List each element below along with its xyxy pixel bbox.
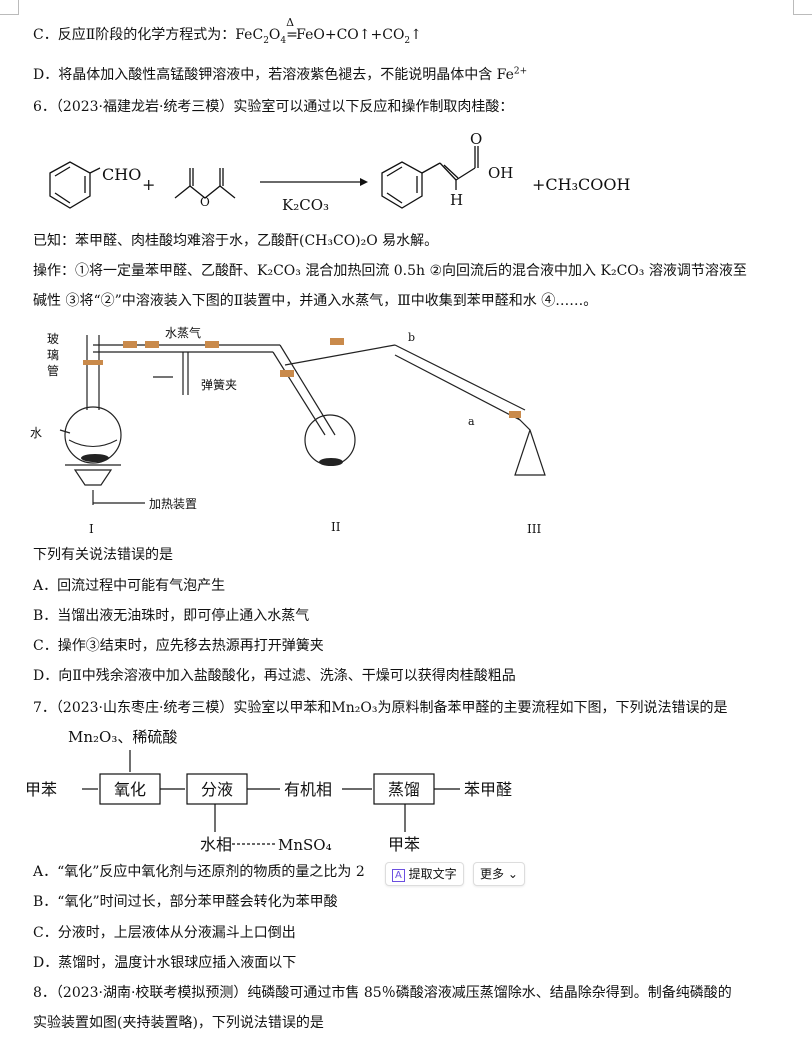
extract-text-label: 提取文字 <box>408 867 457 881</box>
apparatus-diagram: 玻 璃 管 水蒸气 弹簧夹 水 加热装置 b a I II III <box>30 325 546 536</box>
q6-operation-2: 碱性 ③将“②”中溶液装入下图的Ⅱ装置中，并通入水蒸气，Ⅲ中收集到苯甲醛和水 ④… <box>33 293 598 309</box>
q6-option-b[interactable]: B．当馏出液无油珠时，即可停止通入水蒸气 <box>33 608 310 624</box>
o-label: O <box>470 130 482 148</box>
label-glass-tube: 管 <box>47 363 59 378</box>
subscript: 2 <box>404 35 411 46</box>
cho-label: CHO <box>102 165 141 184</box>
cinnamic-acid-structure <box>381 146 479 209</box>
q7-option-d[interactable]: D．蒸馏时，温度计水银球应插入液面以下 <box>33 955 297 971</box>
flow-distillation: 蒸馏 <box>388 780 420 799</box>
label-a: a <box>468 415 475 428</box>
subscript: 4 <box>280 35 287 46</box>
more-button[interactable]: 更多 ⌄ <box>473 862 525 886</box>
subscript: 2 <box>263 35 269 46</box>
q8-stem-line-1: 8．（2023·湖南·校联考模拟预测）纯磷酸可通过市售 85％磷酸溶液减压蒸馏除… <box>33 985 732 1001</box>
q6-option-a[interactable]: A．回流过程中可能有气泡产生 <box>33 578 226 594</box>
flow-reagent: Mn₂O₃、稀硫酸 <box>68 728 177 746</box>
flow-organic-phase: 有机相 <box>284 780 332 799</box>
reaction-scheme: CHO + O K₂CO₃ O OH H +CH₃COOH <box>49 130 630 214</box>
delta-symbol: Δ <box>286 16 295 29</box>
benzene-ring-icon <box>49 161 101 209</box>
flow-oxidation: 氧化 <box>114 780 146 799</box>
label-apparatus-2: II <box>331 520 341 534</box>
acetic-anhydride-structure <box>174 168 236 199</box>
label-b: b <box>408 331 415 344</box>
q6-option-c[interactable]: C．操作③结束时，应先移去热源再打开弹簧夹 <box>33 638 324 654</box>
q7-option-c[interactable]: C．分液时，上层液体从分液漏斗上口倒出 <box>33 925 296 941</box>
formula: FeC <box>235 27 264 43</box>
flow-mnso4: MnSO₄ <box>278 836 332 854</box>
q6-option-d[interactable]: D．向Ⅱ中残余溶液中加入盐酸酸化，再过滤、洗涤、干燥可以获得肉桂酸粗品 <box>33 668 516 684</box>
flow-aqueous: 水相 <box>200 835 232 854</box>
label-glass-tube: 玻 <box>47 332 59 346</box>
flow-start: 甲苯 <box>25 780 57 799</box>
label-steam: 水蒸气 <box>165 325 201 340</box>
byproduct-label: +CH₃COOH <box>532 175 630 194</box>
flow-toluene: 甲苯 <box>388 835 420 854</box>
heat-equals: Δ= <box>286 16 298 45</box>
label-glass-tube: 璃 <box>47 348 59 362</box>
q7-option-a[interactable]: A．“氧化”反应中氧化剂与还原剂的物质的量之比为 2 <box>33 864 365 880</box>
q5-option-d: D．将晶体加入酸性高锰酸钾溶液中，若溶液紫色褪去，不能说明晶体中含 Fe2+ <box>33 65 527 85</box>
option-text: C．反应Ⅱ阶段的化学方程式为： <box>33 27 236 43</box>
q8-stem-line-2: 实验装置如图(夹持装置略)，下列说法错误的是 <box>33 1015 324 1031</box>
oh-label: OH <box>488 164 513 182</box>
flow-separation: 分液 <box>201 780 233 799</box>
label-heater: 加热装置 <box>149 497 197 511</box>
q7-option-b[interactable]: B．“氧化”时间过长，部分苯甲醛会转化为苯甲酸 <box>33 894 338 910</box>
extract-text-icon: A <box>392 869 405 882</box>
flow-product: 苯甲醛 <box>464 780 512 799</box>
superscript: 2+ <box>513 66 528 77</box>
flow-chart: Mn₂O₃、稀硫酸 甲苯 氧化 分液 有机相 蒸馏 苯甲醛 水相 MnSO₄ 甲… <box>25 728 512 854</box>
page-corner-mark <box>0 0 19 15</box>
svg-text:O: O <box>200 195 210 209</box>
formula: O <box>268 27 281 43</box>
formula: ↑ <box>410 27 422 43</box>
formula: FeO+CO↑+CO <box>296 27 405 43</box>
label-apparatus-3: III <box>527 522 541 536</box>
catalyst-label: K₂CO₃ <box>282 196 329 214</box>
q6-operation-1: 操作：①将一定量苯甲醛、乙酸酐、K₂CO₃ 混合加热回流 0.5h ②向回流后的… <box>33 263 747 279</box>
extract-text-button[interactable]: A 提取文字 <box>385 862 464 886</box>
h-label: H <box>450 191 463 209</box>
label-water: 水 <box>30 426 42 440</box>
q6-stem: 6．（2023·福建龙岩·统考三模）实验室可以通过以下反应和操作制取肉桂酸： <box>33 99 514 115</box>
label-apparatus-1: I <box>89 522 94 536</box>
q6-question: 下列有关说法错误的是 <box>33 547 173 563</box>
option-text: D．将晶体加入酸性高锰酸钾溶液中，若溶液紫色褪去，不能说明晶体中含 Fe <box>33 67 514 83</box>
q6-known: 已知：苯甲醛、肉桂酸均难溶于水，乙酸酐(CH₃CO)₂O 易水解。 <box>33 233 439 249</box>
plus-sign: + <box>142 175 155 194</box>
label-clamp: 弹簧夹 <box>201 377 237 392</box>
page-corner-mark <box>793 0 812 15</box>
q7-stem: 7．（2023·山东枣庄·统考三模）实验室以甲苯和Mn₂O₃为原料制备苯甲醛的主… <box>33 700 728 716</box>
